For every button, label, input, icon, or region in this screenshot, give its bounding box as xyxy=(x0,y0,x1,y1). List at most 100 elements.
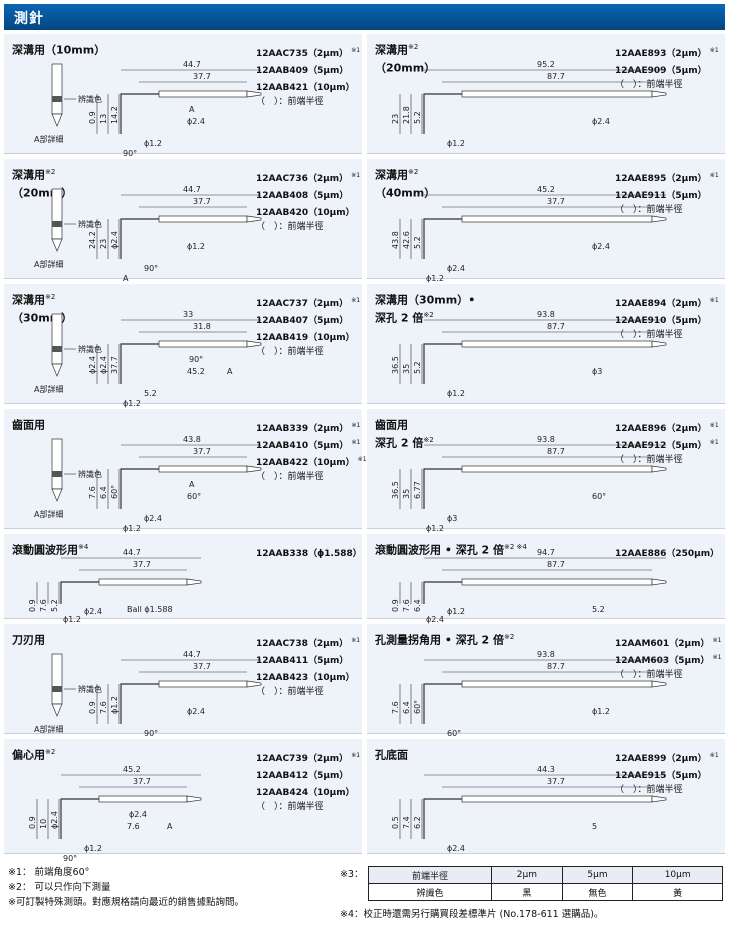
radius-note: （ ）：前端半徑 xyxy=(615,785,683,795)
section-title: 測針 xyxy=(14,11,44,27)
color-mark-label: 辨識色 xyxy=(78,469,102,479)
dimension-label: ϕ2.4 xyxy=(187,117,205,126)
radius-note: （ ）：前端半徑 xyxy=(615,330,683,340)
part-code: 12AAE894（2μm） ※1 xyxy=(615,297,719,309)
probe-tip xyxy=(51,113,63,127)
probe-end xyxy=(246,340,262,348)
probe-shaft xyxy=(98,578,188,586)
probe-end xyxy=(651,90,667,98)
probe-end xyxy=(246,680,262,688)
dimension-label: 21.8 xyxy=(402,106,411,124)
legend-header: 5μm xyxy=(561,866,634,884)
dimension-label: 37.7 xyxy=(133,777,151,786)
dimension-label: 87.7 xyxy=(547,662,565,671)
color-legend: ※3： 前端半徑 2μm 5μm 10μm 辨識色 黑 無色 黃 xyxy=(340,866,723,901)
color-band xyxy=(52,471,62,477)
probe-shaft xyxy=(158,340,248,348)
dimension-label: 43.8 xyxy=(391,231,400,249)
dimension-label: 60° xyxy=(187,492,201,501)
panel-title: 齒面用 xyxy=(12,418,45,432)
panel-title: 深溝用※2（40mm） xyxy=(375,168,436,200)
dimension-label: 7.6 xyxy=(39,599,48,612)
probe-tip xyxy=(51,703,63,717)
probe-tip xyxy=(51,488,63,502)
color-band xyxy=(52,686,62,692)
probe-shaft xyxy=(461,215,653,223)
dimension-label: 5.2 xyxy=(50,599,59,612)
part-code: 12AAB424（10μm） xyxy=(256,788,355,798)
dimension-label: ϕ2.4 xyxy=(592,242,610,251)
dimension-label: ϕ1.2 xyxy=(144,139,162,148)
dimension-label: 5.2 xyxy=(413,111,422,124)
dimension-label: ϕ2.4 xyxy=(426,615,444,624)
legend-cell: 無色 xyxy=(561,883,634,901)
legend-cell: 辨識色 xyxy=(367,883,493,901)
probe-shape xyxy=(120,683,159,724)
dimension-label: 7.6 xyxy=(391,701,400,714)
dimension-label: 10 xyxy=(39,819,48,829)
panel-title: 滾動圓波形用 • 深孔 2 倍※2 ※4 xyxy=(375,543,527,557)
dimension-label: ϕ1.2 xyxy=(592,707,610,716)
detail-label: A部詳細 xyxy=(34,724,63,734)
probe-end xyxy=(186,578,202,586)
dimension-label: 6.4 xyxy=(99,486,108,499)
dimension-label: 60° xyxy=(592,492,606,501)
dimension-label: A xyxy=(167,822,173,831)
radius-note: （ ）：前端半徑 xyxy=(256,802,324,812)
panel-title: 孔底面 xyxy=(375,748,408,762)
probe-shaft xyxy=(51,653,63,705)
dimension-label: 37.7 xyxy=(193,72,211,81)
probe-shaft xyxy=(461,90,653,98)
probe-shaft xyxy=(158,465,248,473)
probe-shaft xyxy=(158,90,248,98)
dimension-label: ϕ2.4 xyxy=(144,514,162,523)
color-band xyxy=(52,346,62,352)
legend-cell: 黑 xyxy=(491,883,563,901)
dimension-label: ϕ1.2 xyxy=(447,607,465,616)
probe-shape xyxy=(120,343,159,384)
dimension-label: 33 xyxy=(183,310,193,319)
legend-mark: ※3： xyxy=(340,869,364,880)
detail-label: A部詳細 xyxy=(34,259,63,269)
dimension-label: 0.5 xyxy=(391,816,400,829)
dimension-label: 90° xyxy=(144,729,158,738)
part-code: 12AAB408（5μm） xyxy=(256,191,349,201)
part-code: 12AAB407（5μm） xyxy=(256,316,349,326)
color-mark-label: 辨識色 xyxy=(78,94,102,104)
dimension-label: ϕ1.2 xyxy=(84,844,102,853)
probe-end xyxy=(246,215,262,223)
dimension-label: 36.5 xyxy=(391,356,400,374)
dimension-label: ϕ2.4 xyxy=(592,117,610,126)
radius-note: （ ）：前端半徑 xyxy=(256,222,324,232)
dimension-label: 24.2 xyxy=(88,231,97,249)
part-code: 12AAE895（2μm） ※1 xyxy=(615,172,719,184)
probe-shape xyxy=(423,218,462,259)
part-code: 12AAE911（5μm） xyxy=(615,191,707,201)
panel-title: 深溝用※2（20mm） xyxy=(375,43,436,75)
dimension-label: A xyxy=(123,274,129,283)
dimension-label: 7.6 xyxy=(99,701,108,714)
dimension-label: 95.2 xyxy=(537,60,555,69)
probe-end xyxy=(186,795,202,803)
probe-shaft xyxy=(158,215,248,223)
dimension-label: ϕ1.2 xyxy=(110,696,119,714)
probe-shape xyxy=(423,468,462,509)
detail-label: A部詳細 xyxy=(34,134,63,144)
probe-end xyxy=(651,680,667,688)
probe-shaft xyxy=(461,340,653,348)
